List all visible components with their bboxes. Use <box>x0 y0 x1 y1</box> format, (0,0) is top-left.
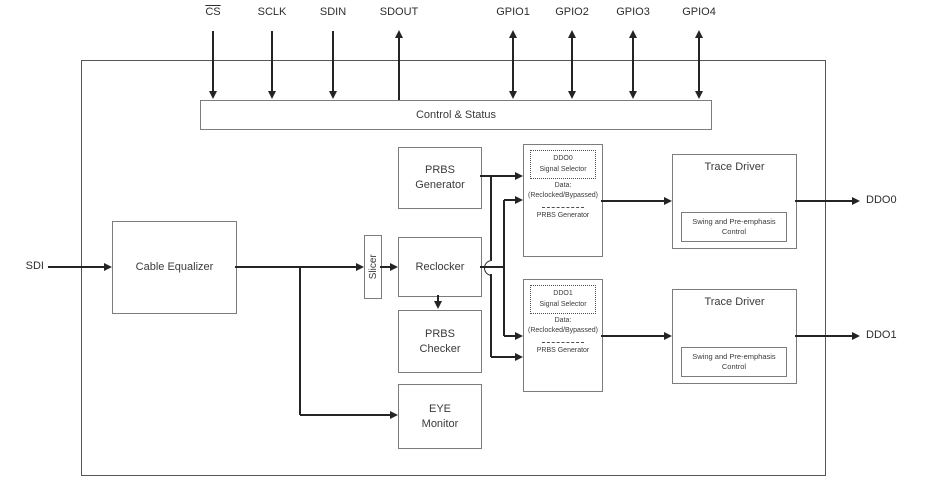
arrow-right-eye-in-icon <box>390 411 398 419</box>
ddo0-signal-selector-block: DDO0 Signal Selector Data: (Reclocked/By… <box>523 144 603 257</box>
wire-lineB-to-sel1 <box>504 335 515 337</box>
arrow-down-gpio2-icon <box>568 91 576 99</box>
arrow-right-sdi-icon <box>104 263 112 271</box>
wire-sclk <box>271 31 273 91</box>
trace-driver0-swing-control-block: Swing and Pre-emphasis Control <box>681 212 787 242</box>
arrow-down-gpio1-icon <box>509 91 517 99</box>
wire-gpio3 <box>632 38 634 91</box>
reclocker-block: Reclocker <box>398 237 482 297</box>
pin-label-sdin: SDIN <box>319 6 347 18</box>
arrow-right-sel1-data-icon <box>515 332 523 340</box>
wire-reclocker-out <box>480 266 504 268</box>
pin-label-gpio1: GPIO1 <box>496 6 530 18</box>
pin-label-cs: CS <box>181 6 245 18</box>
trace-driver1-block: Trace Driver Swing and Pre-emphasis Cont… <box>672 289 797 384</box>
arrow-up-gpio3-icon <box>629 30 637 38</box>
arrow-right-slicer-in-icon <box>356 263 364 271</box>
pin-label-sclk: SCLK <box>257 6 287 18</box>
pin-label-sdout: SDOUT <box>379 6 419 18</box>
arrow-up-gpio1-icon <box>509 30 517 38</box>
pin-label-gpio4: GPIO4 <box>682 6 716 18</box>
ddo1-selector-data-input-label: Data: (Reclocked/Bypassed) <box>527 317 599 335</box>
ddo0-selector-data-input-label: Data: (Reclocked/Bypassed) <box>527 182 599 200</box>
ddo1-selector-title: DDO1 Signal Selector <box>530 285 596 314</box>
arrow-right-ddo1-icon <box>852 332 860 340</box>
ddo1-selector-prbs-input-label: PRBS Generator <box>536 347 590 354</box>
cs-overline-text: CS <box>205 6 221 18</box>
wire-lineB-to-sel0 <box>504 199 515 201</box>
trace-driver1-label: Trace Driver <box>704 296 765 308</box>
arrow-right-ddo0-icon <box>852 197 860 205</box>
arrow-down-cs-icon <box>209 91 217 99</box>
arrow-up-sdout-icon <box>395 30 403 38</box>
wire-slicer-out <box>380 266 390 268</box>
arrow-right-sel1-prbs-icon <box>515 353 523 361</box>
wire-sdin <box>332 31 334 91</box>
arrow-down-sdin-icon <box>329 91 337 99</box>
wire-ddo0-out <box>795 200 852 202</box>
cable-equalizer-block: Cable Equalizer <box>112 221 237 314</box>
pin-label-gpio2: GPIO2 <box>555 6 589 18</box>
reclocker-label: Reclocker <box>415 260 465 273</box>
arrow-right-td1-in-icon <box>664 332 672 340</box>
wire-eye-branch-horizontal <box>300 414 390 416</box>
pin-label-gpio3: GPIO3 <box>616 6 650 18</box>
wire-lineB <box>503 200 505 336</box>
arrow-down-gpio4-icon <box>695 91 703 99</box>
ddo1-signal-selector-block: DDO1 Signal Selector Data: (Reclocked/By… <box>523 279 603 392</box>
arrow-up-gpio2-icon <box>568 30 576 38</box>
arrow-down-checker-in-icon <box>434 301 442 309</box>
wire-sel0-out <box>601 200 664 202</box>
wire-reclocker-to-checker <box>437 295 439 302</box>
pin-label-sdi: SDI <box>25 260 44 272</box>
control-status-block: Control & Status <box>200 100 712 130</box>
wire-ddo1-out <box>795 335 852 337</box>
arrow-right-td0-in-icon <box>664 197 672 205</box>
prbs-generator-block: PRBS Generator <box>398 147 482 209</box>
pin-label-ddo1: DDO1 <box>866 329 897 341</box>
wire-ce-out <box>235 266 356 268</box>
wire-gpio2 <box>571 38 573 91</box>
wire-prbsgen-out <box>480 175 515 177</box>
wire-sel1-out <box>601 335 664 337</box>
control-status-label: Control & Status <box>415 108 497 121</box>
trace-driver0-label: Trace Driver <box>704 161 765 173</box>
cable-equalizer-label: Cable Equalizer <box>135 261 214 274</box>
wire-sdout <box>398 38 400 100</box>
wire-lineA-lower <box>490 274 492 357</box>
wire-cs <box>212 31 214 91</box>
eye-monitor-block: EYE Monitor <box>398 384 482 449</box>
arrow-right-sel0-data-icon <box>515 196 523 204</box>
arrow-down-sclk-icon <box>268 91 276 99</box>
arrow-right-reclocker-in-icon <box>390 263 398 271</box>
chip-boundary-box <box>81 60 826 476</box>
prbs-checker-block: PRBS Checker <box>398 310 482 373</box>
wire-lineA-to-sel1 <box>491 356 515 358</box>
slicer-label: Slicer <box>367 254 379 280</box>
wire-sdi <box>48 266 104 268</box>
trace-driver0-block: Trace Driver Swing and Pre-emphasis Cont… <box>672 154 797 249</box>
ddo0-selector-divider <box>542 207 584 208</box>
ddo0-selector-prbs-input-label: PRBS Generator <box>536 212 590 219</box>
ddo1-selector-divider <box>542 342 584 343</box>
wire-lineA-upper <box>490 176 492 260</box>
wire-eye-branch-vertical <box>299 267 301 415</box>
trace-driver1-swing-control-block: Swing and Pre-emphasis Control <box>681 347 787 377</box>
ddo0-selector-title: DDO0 Signal Selector <box>530 150 596 179</box>
pin-label-ddo0: DDO0 <box>866 194 897 206</box>
wire-gpio4 <box>698 38 700 91</box>
arrow-up-gpio4-icon <box>695 30 703 38</box>
arrow-down-gpio3-icon <box>629 91 637 99</box>
arrow-right-sel0-prbs-icon <box>515 172 523 180</box>
wire-gpio1 <box>512 38 514 91</box>
